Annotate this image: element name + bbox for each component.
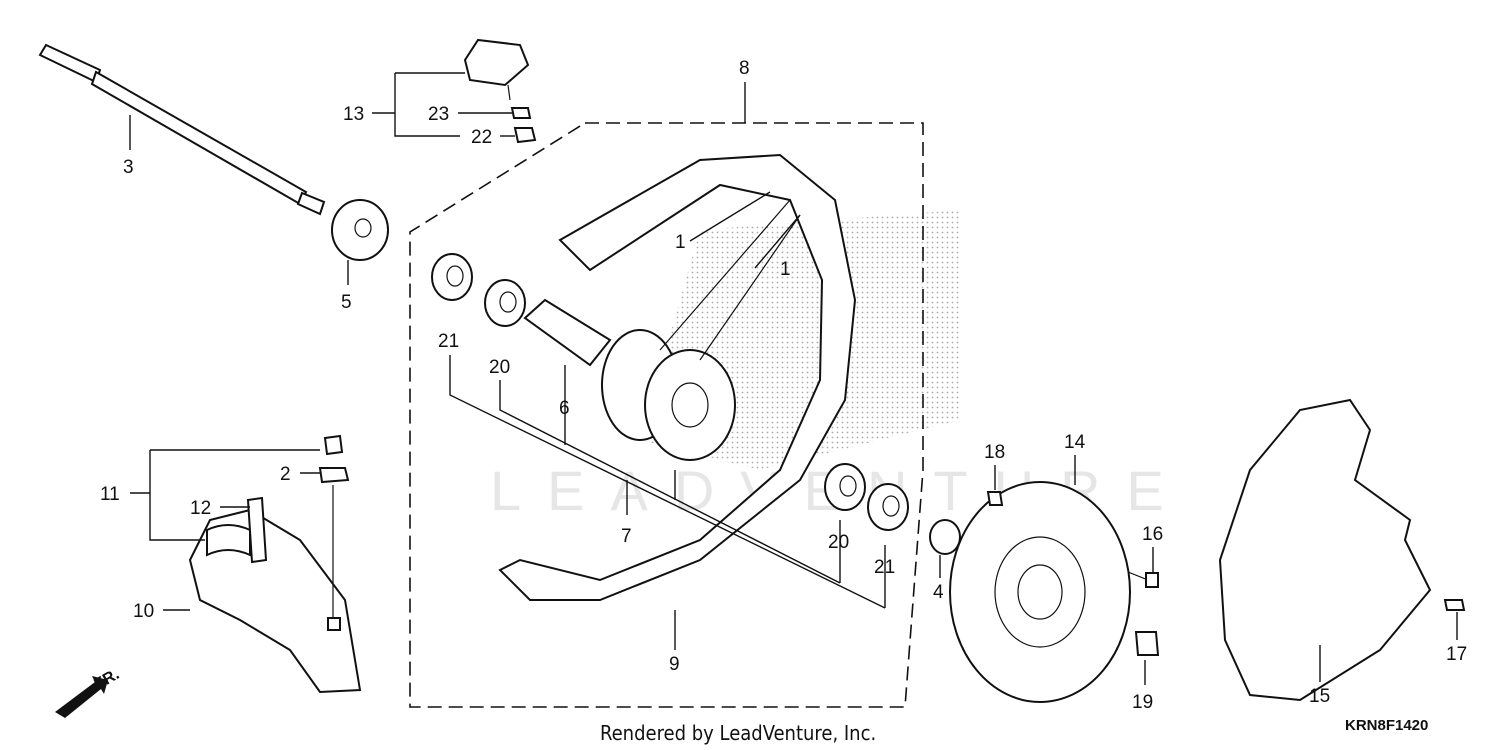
callout-1b: 1 [780,259,791,280]
callout-4: 4 [933,582,944,603]
distance-collar-part [523,298,612,367]
assembly-boundary [409,122,924,708]
callout-11: 11 [100,484,120,505]
callout-20b: 20 [828,532,849,553]
callout-3: 3 [123,157,134,178]
side-collar-part [331,199,389,261]
callout-10: 10 [133,601,154,622]
rendered-by-footer: Rendered by LeadVenture, Inc. [600,721,876,745]
callout-12: 12 [190,498,211,519]
diagram-code: KRN8F1420 [1345,717,1428,734]
callout-18: 18 [984,442,1005,463]
wheel-rim-part [498,153,857,601]
callout-22: 22 [471,127,492,148]
callout-7: 7 [621,526,632,547]
callout-14: 14 [1064,432,1086,453]
front-direction-marker: FR. [55,666,122,718]
callout-20a: 20 [489,357,510,378]
callout-1a: 1 [675,232,686,253]
callout-2: 2 [280,464,291,485]
callout-16: 16 [1142,524,1163,545]
right-bearings [824,463,909,531]
callout-19: 19 [1132,692,1153,713]
callout-23: 23 [428,104,449,125]
leader-lines [129,72,1458,685]
callout-9: 9 [669,654,680,675]
callout-15: 15 [1309,686,1330,707]
callout-21b: 21 [874,557,895,578]
callout-8: 8 [739,58,750,79]
brake-disc-part [949,481,1131,703]
tire-and-tube-part [188,434,362,694]
callout-21a: 21 [438,331,459,352]
hub-part [601,199,801,461]
callout-13: 13 [343,104,364,125]
left-bearings [431,253,526,327]
disc-cover-part [1218,398,1466,702]
axle-part [38,43,326,216]
callout-17: 17 [1446,644,1467,665]
disc-fasteners [986,491,1160,656]
callout-5: 5 [341,292,352,313]
callout-labels: 1 1 2 3 4 5 6 7 8 9 10 11 12 13 14 15 16… [100,58,1467,713]
rim-lock-part [463,38,537,144]
right-collar-part [929,519,961,555]
callout-6: 6 [559,398,570,419]
